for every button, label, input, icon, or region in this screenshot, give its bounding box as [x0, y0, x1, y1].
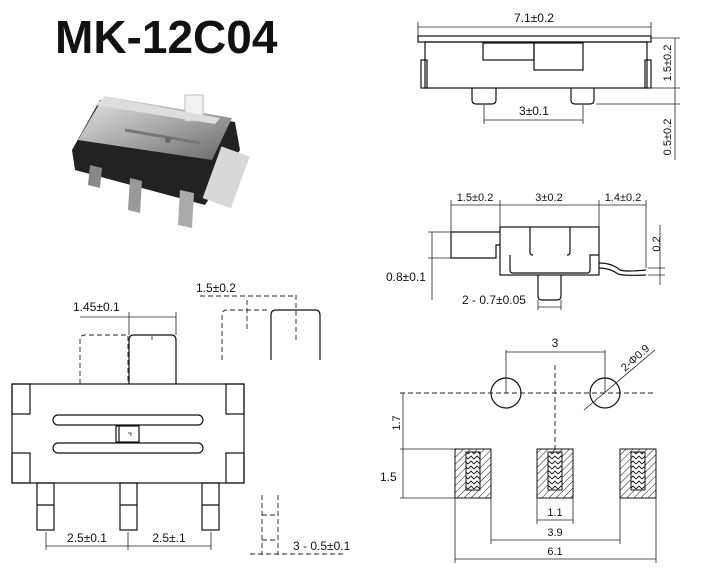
- actuator-width-dim: 1.45±0.1: [73, 300, 120, 314]
- footprint-view: 3 2-Φ0.9 1.7 1.5 1.1 3.9 6.1: [380, 336, 657, 563]
- front-view: 7.1±0.2 3±0.1 1.5±0.2 0.5±0.2: [417, 11, 680, 160]
- side-pin-width-dim: 2 - 0.7±0.05: [462, 293, 526, 307]
- hole-pitch-dim: 3: [552, 336, 559, 350]
- pin-pitch-right-dim: 2.5±.1: [152, 531, 186, 545]
- solder-pads: [454, 448, 657, 499]
- pin-pitch-left-dim: 2.5±0.1: [67, 531, 107, 545]
- inner-span-dim: 3.9: [547, 527, 562, 539]
- product-photo: [72, 94, 250, 228]
- front-pin-pitch-dim: 3±0.1: [519, 104, 549, 118]
- part-number-title: MK-12C04: [55, 11, 278, 63]
- actuator-travel-dim: 1.5±0.2: [196, 281, 236, 295]
- side-thickness-dim: 0.2: [651, 236, 663, 251]
- side-right-dim: 1.4±0.2: [605, 192, 642, 204]
- side-height-dim: 0.8±0.1: [386, 270, 426, 284]
- pad-height-dim: 1.5: [380, 470, 397, 484]
- front-pin-length-dim: 0.5±0.2: [662, 119, 674, 156]
- side-view: 1.5±0.2 3±0.2 1.4±0.2 0.8±0.1 0.2 2 - 0.…: [386, 192, 665, 310]
- hole-diameter-dim: 2-Φ0.9: [619, 343, 652, 375]
- front-width-dim: 7.1±0.2: [514, 11, 554, 25]
- front-height-dim: 1.5±0.2: [662, 45, 674, 82]
- pin-width-dim: 3 - 0.5±0.1: [293, 539, 351, 553]
- hole-offset-dim: 1.7: [391, 415, 403, 430]
- top-view: 1.45±0.1 2.5±0.1 2.5±.1 1.5±0.2 3 - 0.5±…: [11, 281, 351, 555]
- side-middle-dim: 3±0.2: [535, 192, 562, 204]
- pad-width-dim: 1.1: [547, 507, 562, 519]
- side-left-dim: 1.5±0.2: [457, 192, 494, 204]
- outer-span-dim: 6.1: [547, 546, 562, 558]
